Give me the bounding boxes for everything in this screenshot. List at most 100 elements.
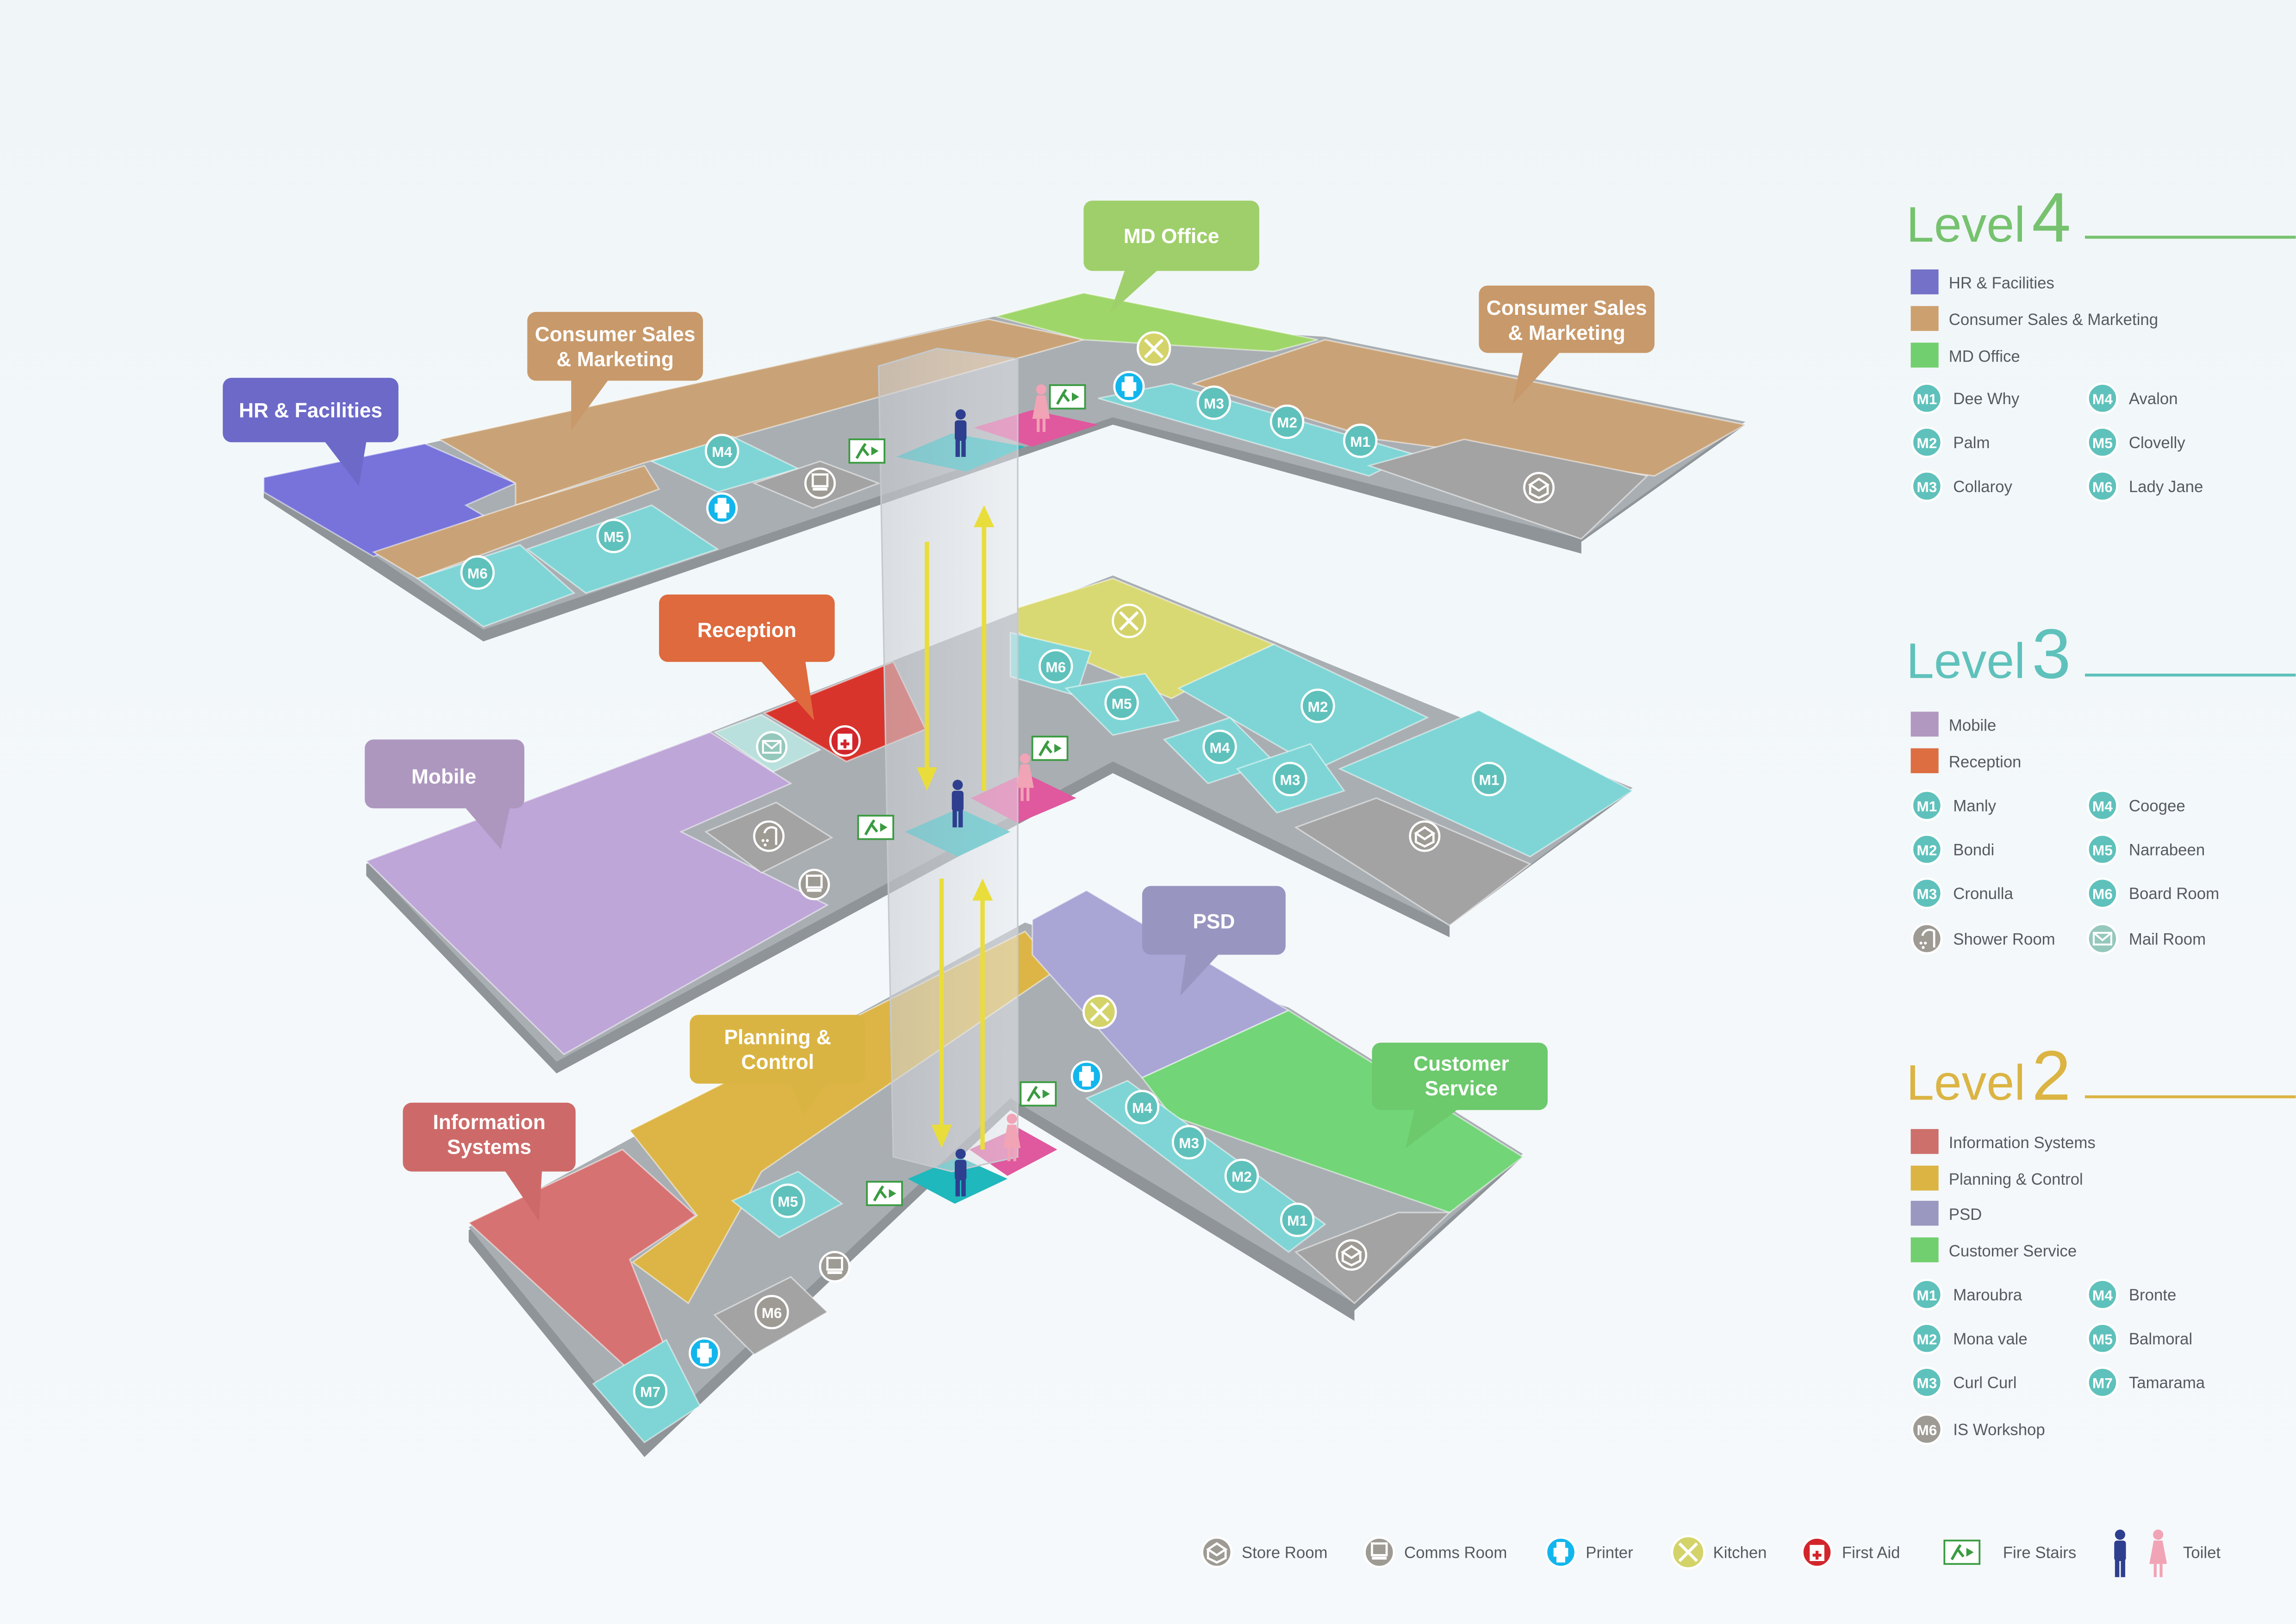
svg-text:Dee Why: Dee Why xyxy=(1953,390,2020,408)
legend-label: HR & Facilities xyxy=(1949,275,2054,292)
fire-stairs-icon xyxy=(1050,385,1085,409)
room-marker[interactable]: M3 xyxy=(1273,762,1307,796)
svg-text:M5: M5 xyxy=(2092,435,2113,451)
room-marker[interactable]: M4 xyxy=(1125,1090,1160,1124)
legend-label: Planning & Control xyxy=(1949,1171,2083,1188)
room-marker[interactable]: M5 xyxy=(771,1183,805,1218)
callout-consumer-sales-left[interactable]: Consumer Sales & Marketing xyxy=(527,312,703,431)
room-marker[interactable]: M1 xyxy=(1343,423,1378,458)
callout-hr-facilities[interactable]: HR & Facilities xyxy=(223,378,398,487)
svg-text:M3: M3 xyxy=(1916,479,1937,495)
area-consumer-sales-left-strip[interactable] xyxy=(372,465,660,580)
area-md-office[interactable] xyxy=(993,292,1318,352)
svg-text:IS Workshop: IS Workshop xyxy=(1953,1421,2045,1439)
callout-label: MD Office xyxy=(1124,225,1220,248)
svg-text:Narrabeen: Narrabeen xyxy=(2129,841,2205,859)
up-arrowhead xyxy=(972,878,993,901)
svg-text:Tamarama: Tamarama xyxy=(2129,1374,2205,1392)
callout-label: Service xyxy=(1425,1077,1498,1100)
callout-reception[interactable]: Reception xyxy=(659,594,835,721)
callout-information-systems[interactable]: Information Systems xyxy=(403,1102,576,1222)
callout-label: PSD xyxy=(1193,910,1235,933)
room-code: M6 xyxy=(762,1305,782,1321)
room-marker[interactable]: M2 xyxy=(1300,688,1335,723)
fire-stairs-icon xyxy=(867,1182,902,1206)
comms-room-icon xyxy=(1365,1537,1394,1567)
svg-text:Cronulla: Cronulla xyxy=(1953,885,2013,903)
legend-label: MD Office xyxy=(1949,348,2020,365)
room-marker[interactable]: M5 xyxy=(1104,686,1139,720)
mail-room-icon xyxy=(2088,924,2117,953)
legend-level-4: Level 4 HR & Facilities Consumer Sales &… xyxy=(1906,179,2296,502)
svg-text:Maroubra: Maroubra xyxy=(1953,1287,2022,1304)
room-marker[interactable]: M3 xyxy=(1196,385,1232,420)
store-room-icon xyxy=(1202,1537,1232,1567)
area-mobile[interactable] xyxy=(365,731,829,1056)
room-code: M2 xyxy=(1307,698,1328,715)
room-marker[interactable]: M4 xyxy=(1202,730,1237,764)
swatch-customer-service xyxy=(1910,1237,1939,1262)
kitchen-icon xyxy=(1113,605,1145,637)
callout-label: Planning & xyxy=(724,1026,831,1049)
room-marker[interactable]: M5 xyxy=(596,518,631,553)
fire-stairs-icon xyxy=(1020,1082,1056,1106)
legend-room: M1 Maroubra xyxy=(1911,1279,2022,1311)
callout-customer-service[interactable]: Customer Service xyxy=(1372,1043,1548,1148)
store-room-icon xyxy=(1337,1240,1366,1269)
room-code: M2 xyxy=(1232,1168,1252,1185)
callout-mobile[interactable]: Mobile xyxy=(365,739,524,849)
legend-label: Toilet xyxy=(2183,1544,2221,1562)
printer-icon xyxy=(1114,372,1144,401)
room-code: M1 xyxy=(1287,1212,1307,1229)
room-m6-area xyxy=(416,543,576,628)
store-room-area xyxy=(1366,438,1649,540)
svg-text:M3: M3 xyxy=(1916,1375,1937,1392)
symbol-legend: Store Room Comms Room Printer Kitchen Fi… xyxy=(1202,1529,2221,1577)
room-marker[interactable]: M3 xyxy=(1171,1125,1207,1160)
down-arrowhead xyxy=(931,1124,952,1148)
room-marker[interactable]: M4 xyxy=(704,434,740,468)
room-marker[interactable]: M1 xyxy=(1472,762,1506,796)
svg-text:Mona vale: Mona vale xyxy=(1953,1330,2027,1348)
room-marker[interactable]: M7 xyxy=(633,1374,668,1409)
svg-text:M4: M4 xyxy=(2092,391,2113,407)
room-marker[interactable]: M1 xyxy=(1280,1202,1315,1237)
mail-room-icon xyxy=(757,732,786,762)
store-room-icon xyxy=(1410,822,1439,851)
svg-text:Bondi: Bondi xyxy=(1953,841,1994,859)
svg-text:Collaroy: Collaroy xyxy=(1953,478,2012,496)
room-marker[interactable]: M6 xyxy=(1039,649,1073,684)
callout-psd[interactable]: PSD xyxy=(1142,886,1286,996)
room-marker[interactable]: M2 xyxy=(1224,1158,1259,1193)
legend-label: Mobile xyxy=(1949,717,1996,734)
kitchen-icon xyxy=(1138,332,1170,365)
callout-md-office[interactable]: MD Office xyxy=(1083,200,1259,313)
room-marker[interactable]: M6 xyxy=(460,555,495,590)
level-3-title: Level 3 xyxy=(1906,615,2071,693)
area-consumer-sales-right[interactable] xyxy=(1191,339,1748,477)
kitchen-icon xyxy=(1083,996,1116,1028)
callout-consumer-sales-right[interactable]: Consumer Sales & Marketing xyxy=(1479,285,1655,405)
shower-room-icon xyxy=(754,822,784,851)
area-hr-facilities[interactable] xyxy=(263,443,517,557)
legend-room: M3 Curl Curl xyxy=(1911,1367,2016,1399)
svg-text:Curl Curl: Curl Curl xyxy=(1953,1374,2016,1392)
legend-label: Store Room xyxy=(1242,1544,1328,1562)
legend-label: Reception xyxy=(1949,754,2022,771)
callout-planning-control[interactable]: Planning & Control xyxy=(690,1015,866,1116)
comms-room-icon xyxy=(805,468,834,498)
svg-text:M5: M5 xyxy=(2092,842,2113,858)
svg-text:Palm: Palm xyxy=(1953,434,1990,452)
room-marker[interactable]: M2 xyxy=(1269,404,1305,439)
room-marker[interactable]: M6 xyxy=(754,1295,789,1330)
svg-text:M6: M6 xyxy=(2092,886,2113,902)
legend-label: Comms Room xyxy=(1404,1544,1507,1562)
svg-text:M1: M1 xyxy=(1916,1287,1937,1304)
callout-label: Consumer Sales xyxy=(1487,297,1647,319)
